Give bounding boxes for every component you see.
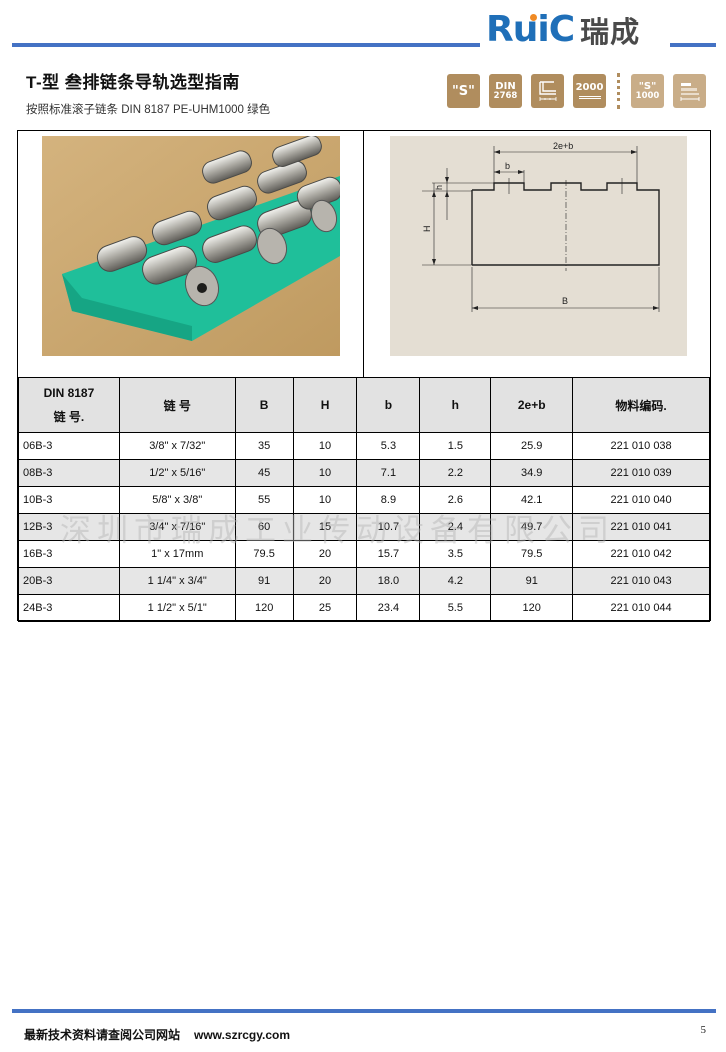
header-rule-right bbox=[670, 43, 716, 47]
col-h: h bbox=[419, 377, 492, 433]
page-title: T-型 叁排链条导轨选型指南 bbox=[26, 73, 240, 92]
chain-guide-photo bbox=[42, 136, 340, 356]
col-B: B bbox=[234, 377, 294, 433]
s-quote-badge-icon: "S" bbox=[447, 74, 480, 108]
col-b: b bbox=[356, 377, 421, 433]
logo-dot-icon bbox=[530, 14, 537, 21]
badge-separator bbox=[617, 73, 620, 109]
length-2000-badge-icon: 2000 bbox=[573, 74, 606, 108]
footer-note-text: 最新技术资料请查阅公司网站 bbox=[24, 1028, 181, 1042]
label-B: B bbox=[562, 296, 568, 306]
col-2e-b: 2e+b bbox=[490, 377, 574, 433]
label-h: h bbox=[434, 185, 444, 190]
col-chain: 链 号 bbox=[118, 377, 236, 433]
footer-website-link[interactable]: www.szrcgy.com bbox=[194, 1028, 291, 1042]
label-b: b bbox=[505, 161, 510, 171]
drawing-cell: 2e+b b B h H bbox=[364, 131, 710, 378]
logo-text-en: RuiC bbox=[486, 9, 575, 50]
logo-text-cn: 瑞成 bbox=[580, 15, 641, 49]
label-2e-b: 2e+b bbox=[553, 141, 573, 151]
header-rule-left bbox=[12, 43, 480, 47]
photo-cell bbox=[18, 131, 364, 378]
length-bars-badge-icon bbox=[673, 74, 706, 108]
s-1000-badge-icon: "S"1000 bbox=[631, 74, 664, 108]
footer-note: 最新技术资料请查阅公司网站 www.szrcgy.com bbox=[24, 1026, 290, 1043]
footer-rule bbox=[12, 1009, 716, 1013]
profile-dimension-badge-icon bbox=[531, 74, 564, 108]
page-number: 5 bbox=[700, 1024, 707, 1036]
col-material-code: 物料编码. bbox=[572, 377, 710, 433]
col-H: H bbox=[292, 377, 358, 433]
profile-technical-drawing: 2e+b b B h H bbox=[390, 136, 687, 356]
page-subtitle: 按照标准滚子链条 DIN 8187 PE-UHM1000 绿色 bbox=[26, 104, 271, 116]
company-logo: RuiC 瑞成 bbox=[486, 10, 640, 50]
label-H: H bbox=[422, 226, 432, 233]
